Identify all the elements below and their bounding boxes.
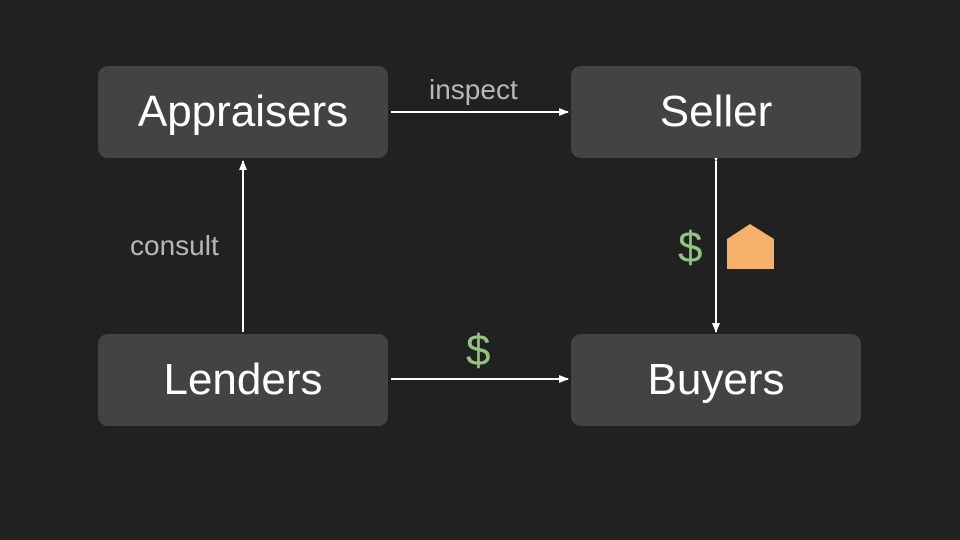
edge-label-inspect: inspect xyxy=(429,74,518,105)
node-appraisers: Appraisers xyxy=(98,66,388,158)
edge-label-consult: consult xyxy=(130,230,219,261)
house-icon xyxy=(727,224,774,269)
node-seller: Seller xyxy=(571,66,861,158)
money-symbol-buyers-to-seller: $ xyxy=(678,223,703,272)
node-buyers-label: Buyers xyxy=(647,355,785,404)
node-lenders-label: Lenders xyxy=(163,355,323,404)
node-lenders: Lenders xyxy=(98,334,388,426)
node-seller-label: Seller xyxy=(659,87,773,136)
node-appraisers-label: Appraisers xyxy=(137,87,349,136)
money-symbol-lenders-to-buyers: $ xyxy=(466,326,491,375)
node-buyers: Buyers xyxy=(571,334,861,426)
